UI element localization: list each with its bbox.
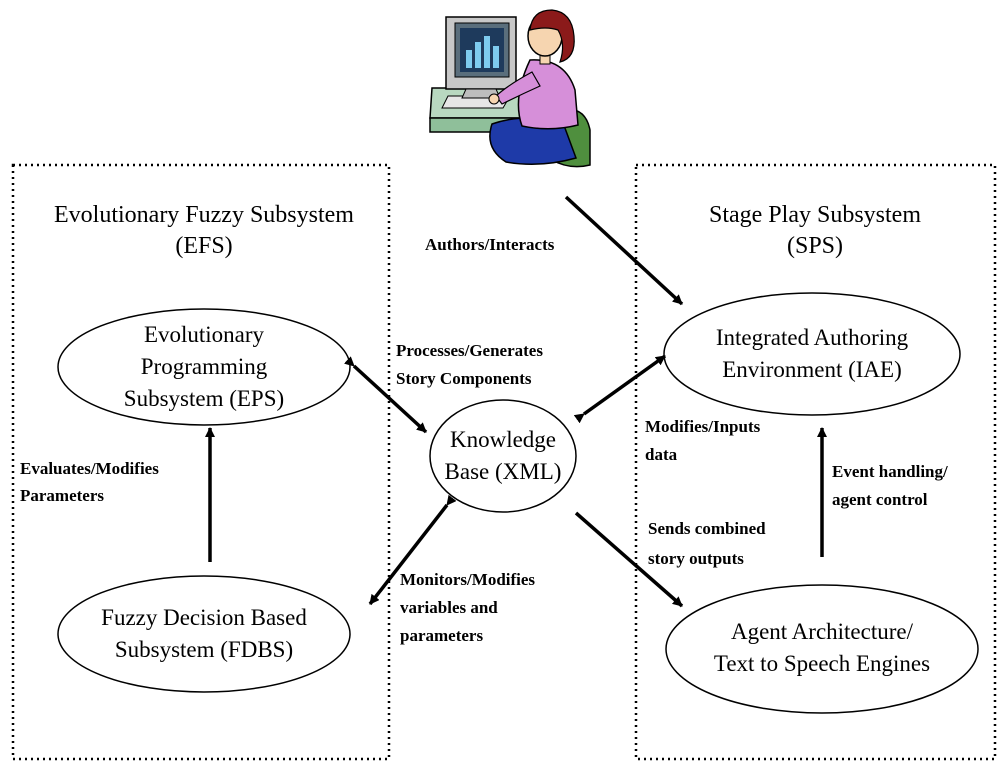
event-handling-label-line1: Event handling/ xyxy=(832,462,948,481)
agent-label-line2: Text to Speech Engines xyxy=(713,651,931,676)
modifies-inputs-arrow xyxy=(573,354,667,424)
fdbs-label-line1: Fuzzy Decision Based xyxy=(101,605,307,630)
sps-boundary xyxy=(634,163,997,761)
agent-architecture-node xyxy=(665,584,979,714)
sends-outputs-arrow xyxy=(574,511,684,608)
eps-label-line1: Evolutionary xyxy=(143,322,265,347)
evaluates-label-line2: Parameters xyxy=(20,486,105,505)
processes-generates-arrow xyxy=(343,356,428,434)
kb-label-line1: Knowledge xyxy=(449,427,557,452)
kb-label-line2: Base (XML) xyxy=(444,459,562,484)
sends-outputs-label-line2: story outputs xyxy=(648,549,744,568)
authors-interacts-label: Authors/Interacts xyxy=(425,235,555,254)
monitors-label-line2: variables and xyxy=(400,598,498,617)
eps-label-line3: Subsystem (EPS) xyxy=(123,386,285,411)
monitors-label-line3: parameters xyxy=(400,626,484,645)
iae-node xyxy=(663,292,961,416)
processes-label-line2: Story Components xyxy=(396,369,532,388)
fdbs-node xyxy=(57,575,351,693)
monitors-label-line1: Monitors/Modifies xyxy=(400,570,536,589)
eps-label-line2: Programming xyxy=(140,354,268,379)
processes-label-line1: Processes/Generates xyxy=(396,341,543,360)
authors-interacts-arrow xyxy=(564,195,684,306)
iae-label-line2: Environment (IAE) xyxy=(722,357,902,382)
sends-outputs-label-line1: Sends combined xyxy=(648,519,766,538)
evaluates-label-line1: Evaluates/Modifies xyxy=(20,459,159,478)
fdbs-label-line2: Subsystem (FDBS) xyxy=(114,637,294,662)
iae-label-line1: Integrated Authoring xyxy=(715,325,909,350)
monitors-modifies-arrow xyxy=(368,494,457,606)
sps-title: Stage Play Subsystem xyxy=(708,202,921,228)
person-at-computer-icon xyxy=(429,9,591,168)
sps-abbreviation: (SPS) xyxy=(786,233,844,259)
modifies-inputs-label-line2: data xyxy=(645,445,678,464)
event-handling-label-line2: agent control xyxy=(832,490,928,509)
modifies-inputs-label-line1: Modifies/Inputs xyxy=(645,417,761,436)
efs-abbreviation: (EFS) xyxy=(175,233,233,259)
efs-boundary xyxy=(11,163,391,761)
knowledge-base-node xyxy=(429,399,577,513)
efs-title: Evolutionary Fuzzy Subsystem xyxy=(54,202,354,228)
agent-label-line1: Agent Architecture/ xyxy=(730,619,913,644)
